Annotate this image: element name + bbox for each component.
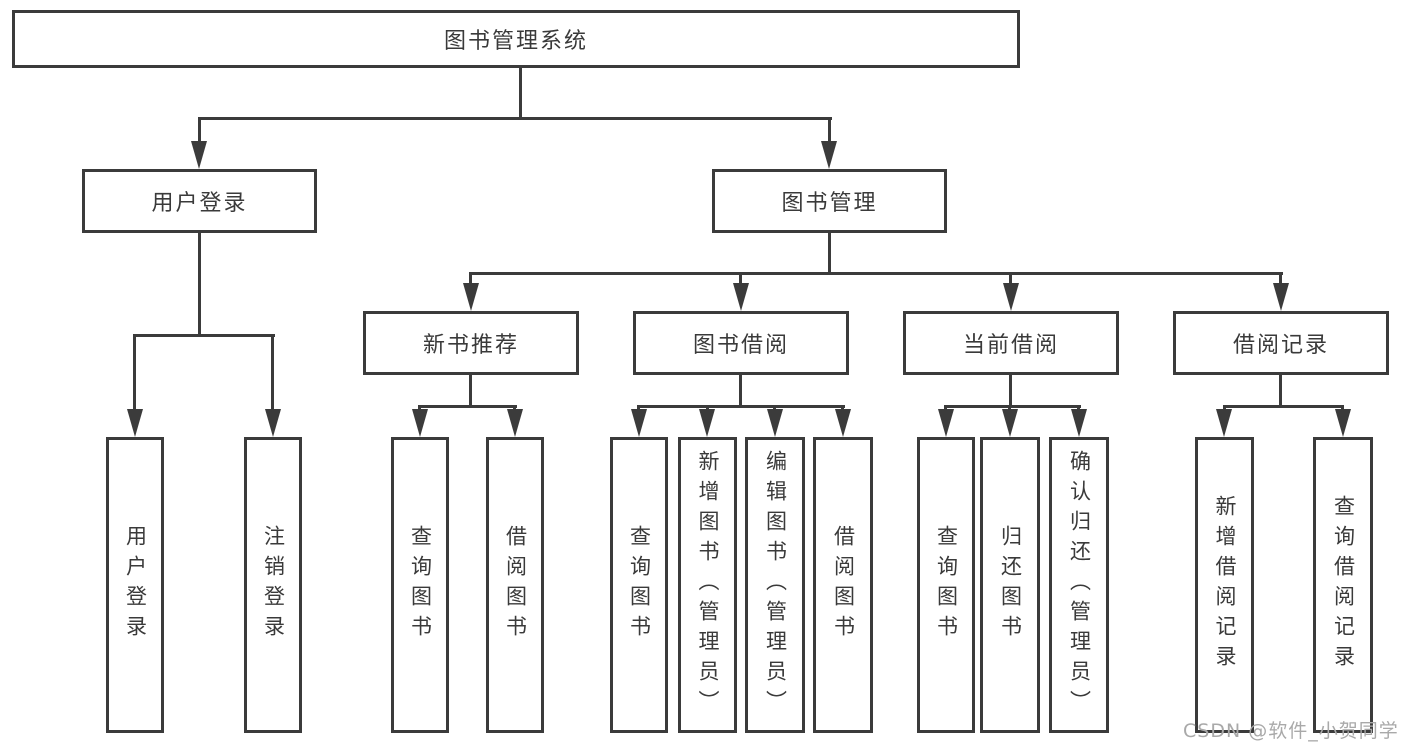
connector-root-bar	[198, 117, 832, 120]
arrowhead-leaf-logout	[265, 409, 281, 437]
arrowhead-leaf-edit-book	[767, 409, 783, 437]
node-leaf-query-book-1: 查询图书	[391, 437, 449, 733]
node-leaf-query-book-2: 查询图书	[610, 437, 668, 733]
connector-book-mgmt-shaft	[828, 117, 831, 143]
arrowhead-leaf-confirm-return	[1071, 409, 1087, 437]
arrowhead-leaf-return-book	[1002, 409, 1018, 437]
arrowhead-book-borrow	[733, 283, 749, 311]
arrowhead-book-mgmt	[821, 141, 837, 169]
csdn-watermark: CSDN @软件_小贺同学	[1183, 720, 1399, 742]
connector-book-mgmt-stub	[828, 233, 831, 275]
arrowhead-leaf-add-book	[699, 409, 715, 437]
node-leaf-query-book-3: 查询图书	[917, 437, 975, 733]
node-user-login: 用户登录	[82, 169, 317, 233]
connector-book-borrow-bar	[637, 405, 845, 408]
connector-current-borrow-bar	[944, 405, 1081, 408]
connector-new-book-rec-stub	[469, 375, 472, 408]
node-current-borrowing: 当前借阅	[903, 311, 1119, 375]
connector-book-borrow-shaft	[739, 272, 742, 286]
node-new-book-recommendation: 新书推荐	[363, 311, 579, 375]
connector-book-borrow-stub	[739, 375, 742, 408]
connector-root-stub	[519, 68, 522, 120]
node-borrowing-records: 借阅记录	[1173, 311, 1389, 375]
node-leaf-add-book-admin: 新增图书（管理员）	[678, 437, 737, 733]
arrowhead-borrow-record	[1273, 283, 1289, 311]
node-leaf-return-book: 归还图书	[980, 437, 1040, 733]
node-leaf-query-borrow-record: 查询借阅记录	[1313, 437, 1373, 733]
node-leaf-borrow-book-2: 借阅图书	[813, 437, 873, 733]
node-leaf-logout: 注销登录	[244, 437, 302, 733]
arrowhead-current-borrow	[1003, 283, 1019, 311]
arrowhead-leaf-query-borrow-record	[1335, 409, 1351, 437]
connector-leaf-logout-shaft	[271, 334, 274, 412]
node-leaf-edit-book-admin: 编辑图书（管理员）	[745, 437, 805, 733]
arrowhead-leaf-query-book-2	[631, 409, 647, 437]
connector-current-borrow-shaft	[1009, 272, 1012, 286]
arrowhead-leaf-borrow-book-2	[835, 409, 851, 437]
connector-current-borrow-stub	[1009, 375, 1012, 408]
connector-user-login-shaft	[198, 117, 201, 143]
arrowhead-leaf-user-login	[127, 409, 143, 437]
connector-borrow-record-bar	[1223, 405, 1344, 408]
connector-book-mgmt-bar	[469, 272, 1283, 275]
arrowhead-leaf-query-book-1	[412, 409, 428, 437]
arrowhead-leaf-add-borrow-record	[1216, 409, 1232, 437]
node-leaf-borrow-book-1: 借阅图书	[486, 437, 544, 733]
arrowhead-leaf-query-book-3	[938, 409, 954, 437]
node-book-management: 图书管理	[712, 169, 947, 233]
node-book-borrowing: 图书借阅	[633, 311, 849, 375]
connector-leaf-user-login-shaft	[133, 334, 136, 412]
arrowhead-user-login	[191, 141, 207, 169]
node-leaf-add-borrow-record: 新增借阅记录	[1195, 437, 1254, 733]
node-leaf-confirm-return-admin: 确认归还（管理员）	[1049, 437, 1109, 733]
connector-new-book-rec-bar	[418, 405, 517, 408]
connector-borrow-record-shaft	[1279, 272, 1282, 286]
arrowhead-leaf-borrow-book-1	[507, 409, 523, 437]
node-leaf-user-login: 用户登录	[106, 437, 164, 733]
connector-new-book-rec-shaft	[469, 272, 472, 286]
node-library-management-system: 图书管理系统	[12, 10, 1020, 68]
connector-borrow-record-stub	[1279, 375, 1282, 408]
connector-user-login-bar	[133, 334, 275, 337]
arrowhead-new-book-rec	[463, 283, 479, 311]
connector-user-login-stub	[198, 233, 201, 337]
